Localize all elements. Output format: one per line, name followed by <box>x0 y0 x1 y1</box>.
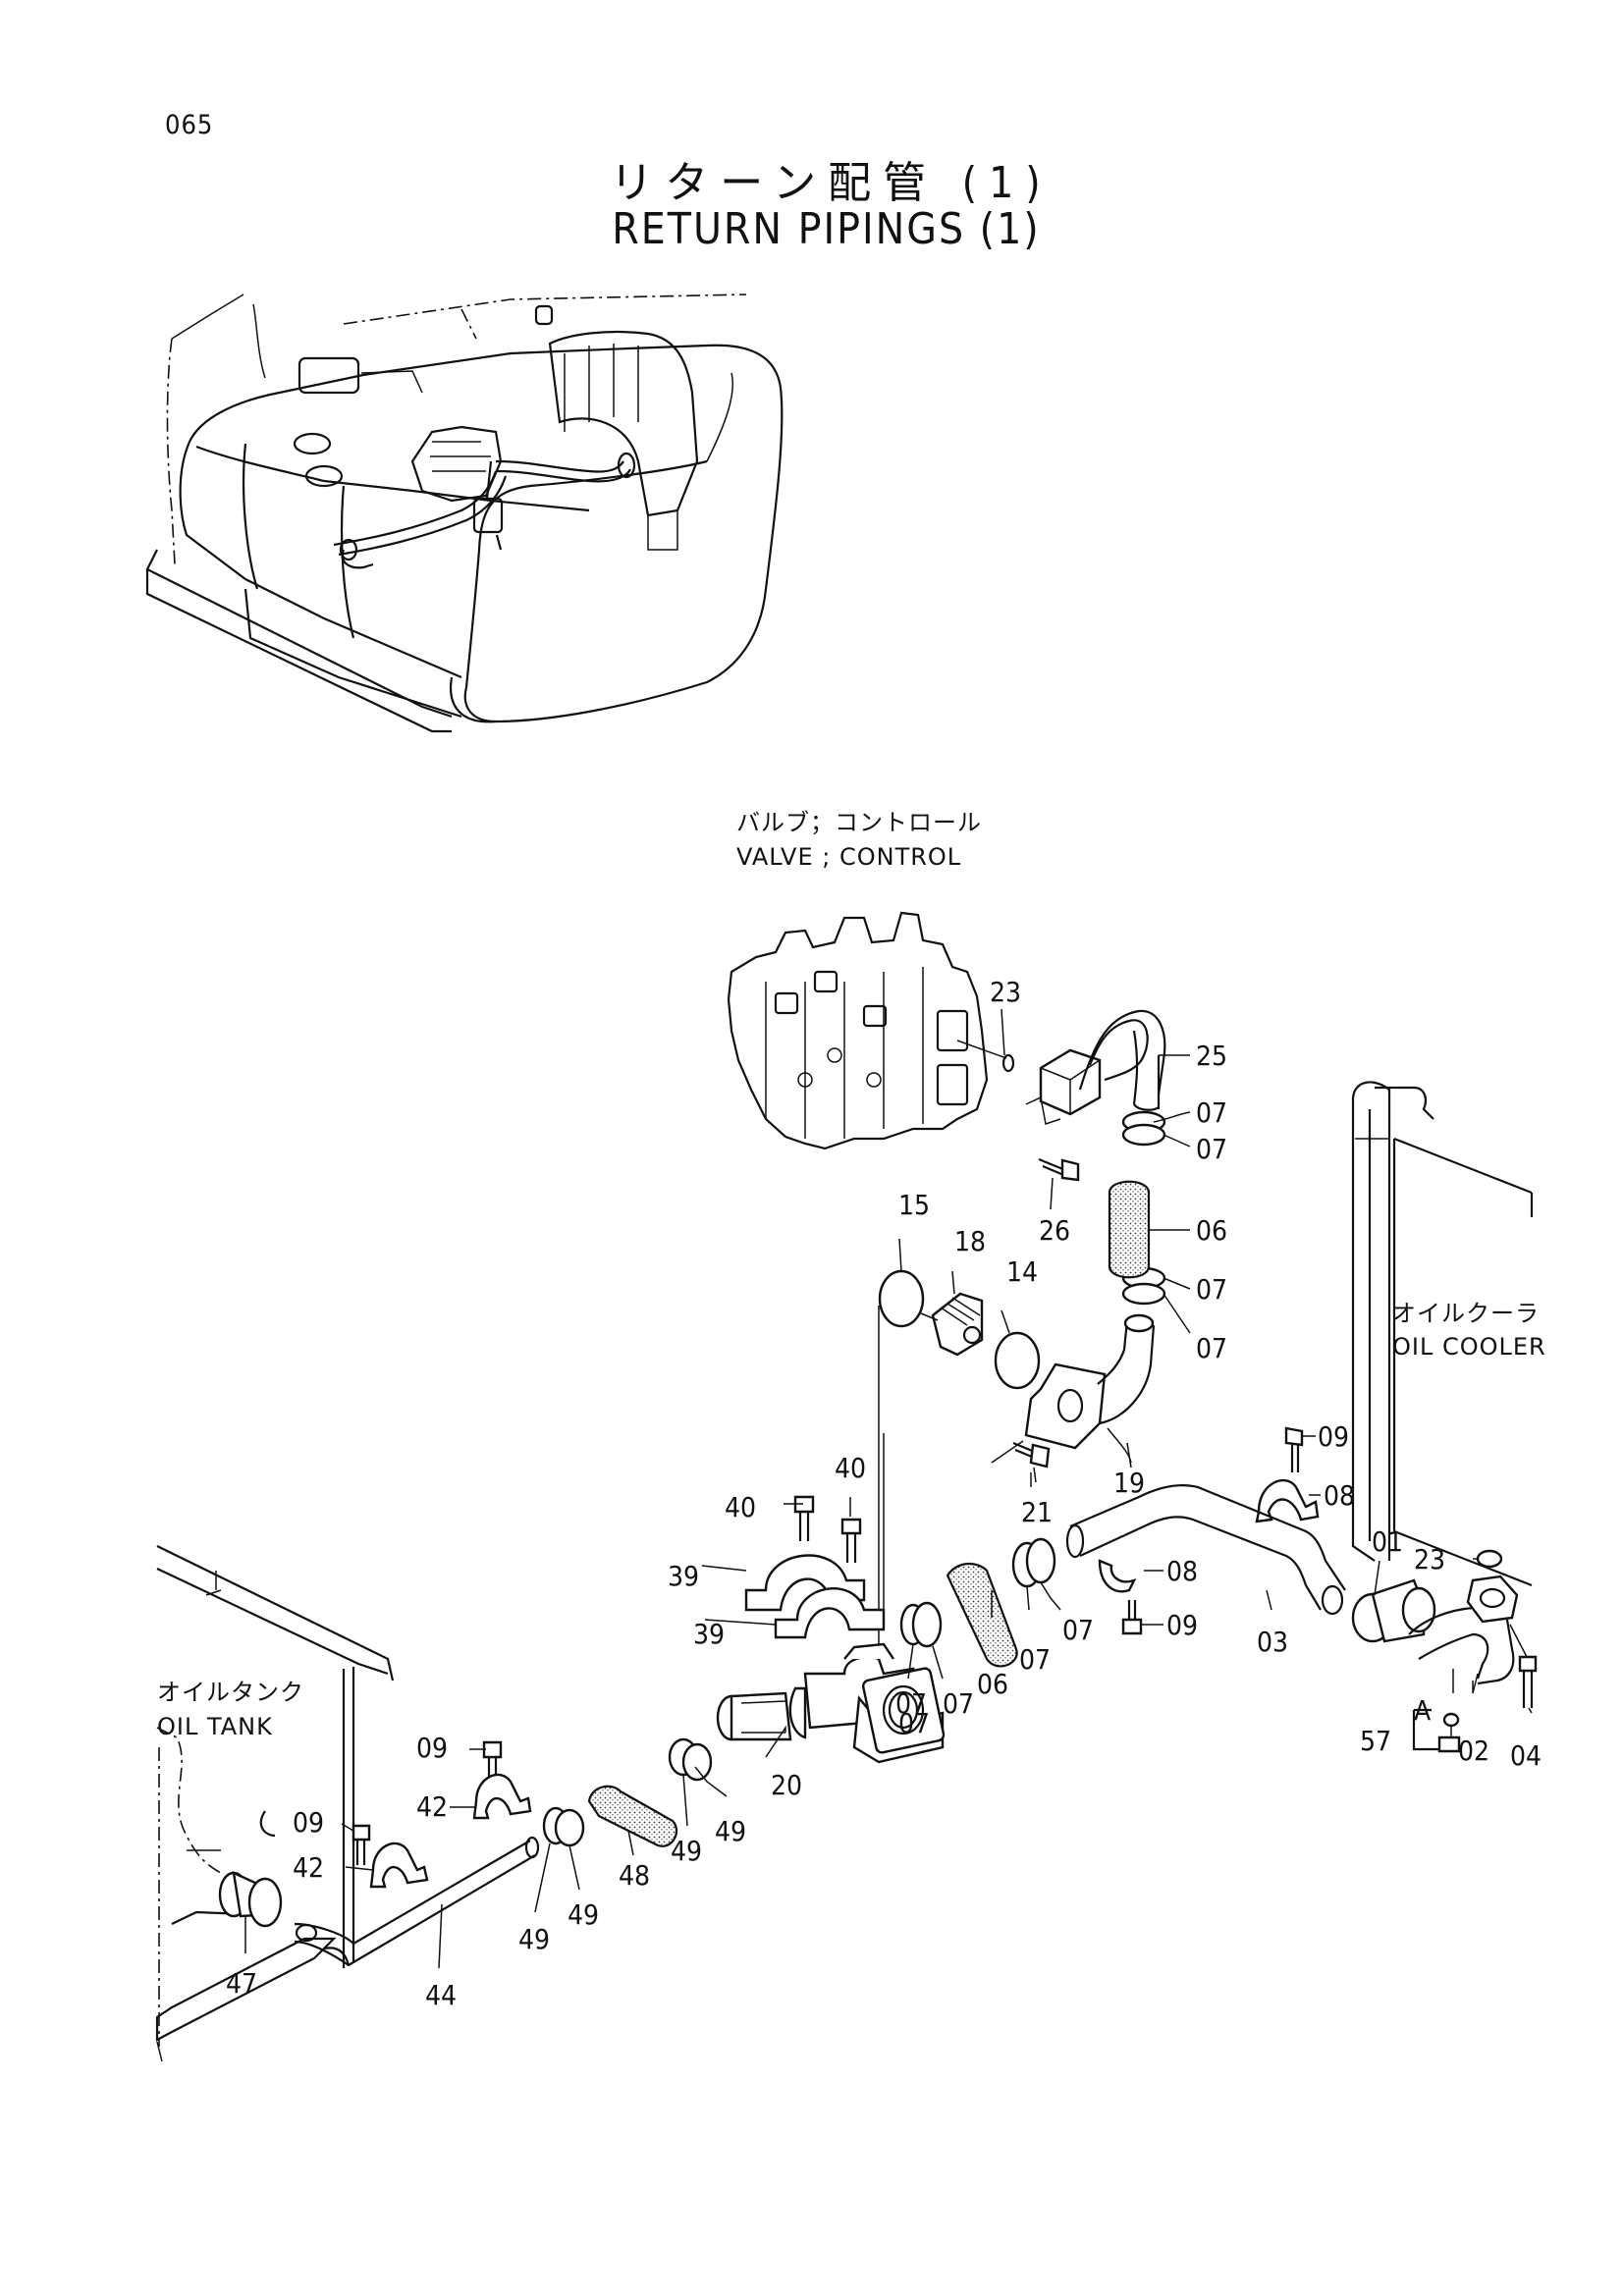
callout-09-lower: 09 <box>1166 1609 1198 1641</box>
callout-42-a: 42 <box>416 1790 448 1823</box>
callout-39-a: 39 <box>668 1560 699 1592</box>
callout-07-e: 07 <box>1062 1614 1094 1646</box>
parts-07-hose-clamps-upper <box>1121 1110 1166 1306</box>
callout-09-left-a: 09 <box>416 1732 448 1764</box>
cooler-caption-en: OIL COOLER <box>1392 1333 1546 1361</box>
callout-07-b: 07 <box>1196 1133 1227 1165</box>
part-44-return-pipe <box>294 1836 540 1967</box>
callout-42-b: 42 <box>293 1851 324 1884</box>
part-23-o-ring-cooler <box>1476 1549 1503 1569</box>
part-02-elbow <box>1408 1575 1519 1693</box>
callout-07-f: 07 <box>1019 1643 1051 1676</box>
part-09-bolt-lower <box>1121 1600 1143 1635</box>
valve-caption-en: VALVE ; CONTROL <box>736 843 961 871</box>
parts-48-49-hose-assembly-lower <box>542 1737 713 1847</box>
callout-07-h: 07 <box>898 1707 930 1739</box>
callout-26: 26 <box>1039 1214 1070 1247</box>
part-14-gasket <box>994 1331 1041 1390</box>
part-25-return-pipe <box>1025 1009 1166 1125</box>
callout-03: 03 <box>1257 1626 1288 1658</box>
part-03-return-pipe <box>1065 1483 1346 1616</box>
callout-23-valve: 23 <box>990 976 1021 1008</box>
page-number: 065 <box>165 110 214 140</box>
part-19-elbow-pipe <box>1024 1313 1156 1464</box>
callout-25: 25 <box>1196 1040 1227 1072</box>
callout-04: 04 <box>1510 1739 1542 1772</box>
parts-09-42-clamps-left <box>352 1740 532 1889</box>
valve-caption-jp: バルブ；コントロール <box>736 809 982 836</box>
oil-tank-drawing <box>155 1545 395 2062</box>
callout-49-a: 49 <box>715 1815 746 1847</box>
oil-cooler-drawing <box>1351 1081 1534 1587</box>
callout-19: 19 <box>1113 1467 1145 1499</box>
callout-09-upper: 09 <box>1318 1420 1349 1453</box>
callout-57: 57 <box>1360 1725 1391 1757</box>
callout-labels: 23 25 07 07 26 06 07 07 15 18 14 19 21 0… <box>226 976 1542 2011</box>
part-20-adapter <box>716 1642 946 1764</box>
callout-08-upper: 08 <box>1324 1479 1355 1512</box>
callout-a: A <box>1414 1694 1432 1727</box>
part-47-coupling <box>218 1870 283 1928</box>
callout-21: 21 <box>1021 1496 1053 1528</box>
callout-20: 20 <box>771 1769 802 1801</box>
tank-caption-jp: オイルタンク <box>157 1679 304 1706</box>
part-57-plug <box>1412 1708 1461 1753</box>
callout-06-upper: 06 <box>1196 1214 1227 1247</box>
part-09-bolt-upper <box>1284 1426 1304 1472</box>
part-15-o-ring <box>878 1269 925 1328</box>
part-26-bolt <box>1038 1157 1080 1182</box>
callout-07-d: 07 <box>1196 1332 1227 1364</box>
part-08-clamp-upper <box>1255 1478 1320 1523</box>
callout-18: 18 <box>954 1225 986 1257</box>
callout-07-g: 07 <box>943 1687 974 1720</box>
callout-48: 48 <box>619 1859 650 1892</box>
callout-39-b: 39 <box>693 1618 725 1650</box>
callout-07-i: 07 <box>895 1687 927 1720</box>
parts-07-06-hose-assembly-middle <box>899 1537 1056 1668</box>
part-01-connector <box>1351 1578 1436 1643</box>
part-04-bolt <box>1509 1624 1538 1708</box>
callout-49-c: 49 <box>568 1898 599 1931</box>
tank-caption-en: OIL TANK <box>157 1713 273 1740</box>
callout-07-a: 07 <box>1196 1096 1227 1129</box>
callout-23-cooler: 23 <box>1414 1543 1445 1575</box>
callout-08-lower: 08 <box>1166 1555 1198 1587</box>
title-english: RETURN PIPINGS (1) <box>612 204 1041 254</box>
callout-49-d: 49 <box>518 1923 550 1955</box>
callout-47: 47 <box>226 1967 257 2000</box>
callout-40-b: 40 <box>725 1491 756 1523</box>
callout-14: 14 <box>1006 1255 1038 1288</box>
leader-lines <box>244 1008 1533 1969</box>
callout-15: 15 <box>898 1189 930 1221</box>
callout-44: 44 <box>425 1979 457 2011</box>
part-06-hose-upper <box>1108 1180 1151 1279</box>
callout-07-c: 07 <box>1196 1273 1227 1306</box>
parts-39-clamps <box>744 1554 886 1639</box>
callout-09-left-b: 09 <box>293 1806 324 1839</box>
callout-40-a: 40 <box>835 1452 866 1484</box>
callout-49-b: 49 <box>671 1835 702 1867</box>
parts-40-bolts <box>793 1495 862 1563</box>
machine-overview-drawing <box>145 294 784 733</box>
title-japanese: リターン配管 (1) <box>610 158 1053 208</box>
part-18-check-valve <box>920 1292 984 1357</box>
part-21-bolt <box>1012 1441 1051 1487</box>
callout-02: 02 <box>1458 1735 1489 1767</box>
control-valve-drawing <box>727 911 1015 1150</box>
part-08-clamp-lower <box>1098 1559 1137 1593</box>
cooler-caption-jp: オイルクーラ <box>1392 1300 1540 1327</box>
callout-06-middle: 06 <box>977 1668 1008 1700</box>
callout-01: 01 <box>1372 1525 1403 1558</box>
